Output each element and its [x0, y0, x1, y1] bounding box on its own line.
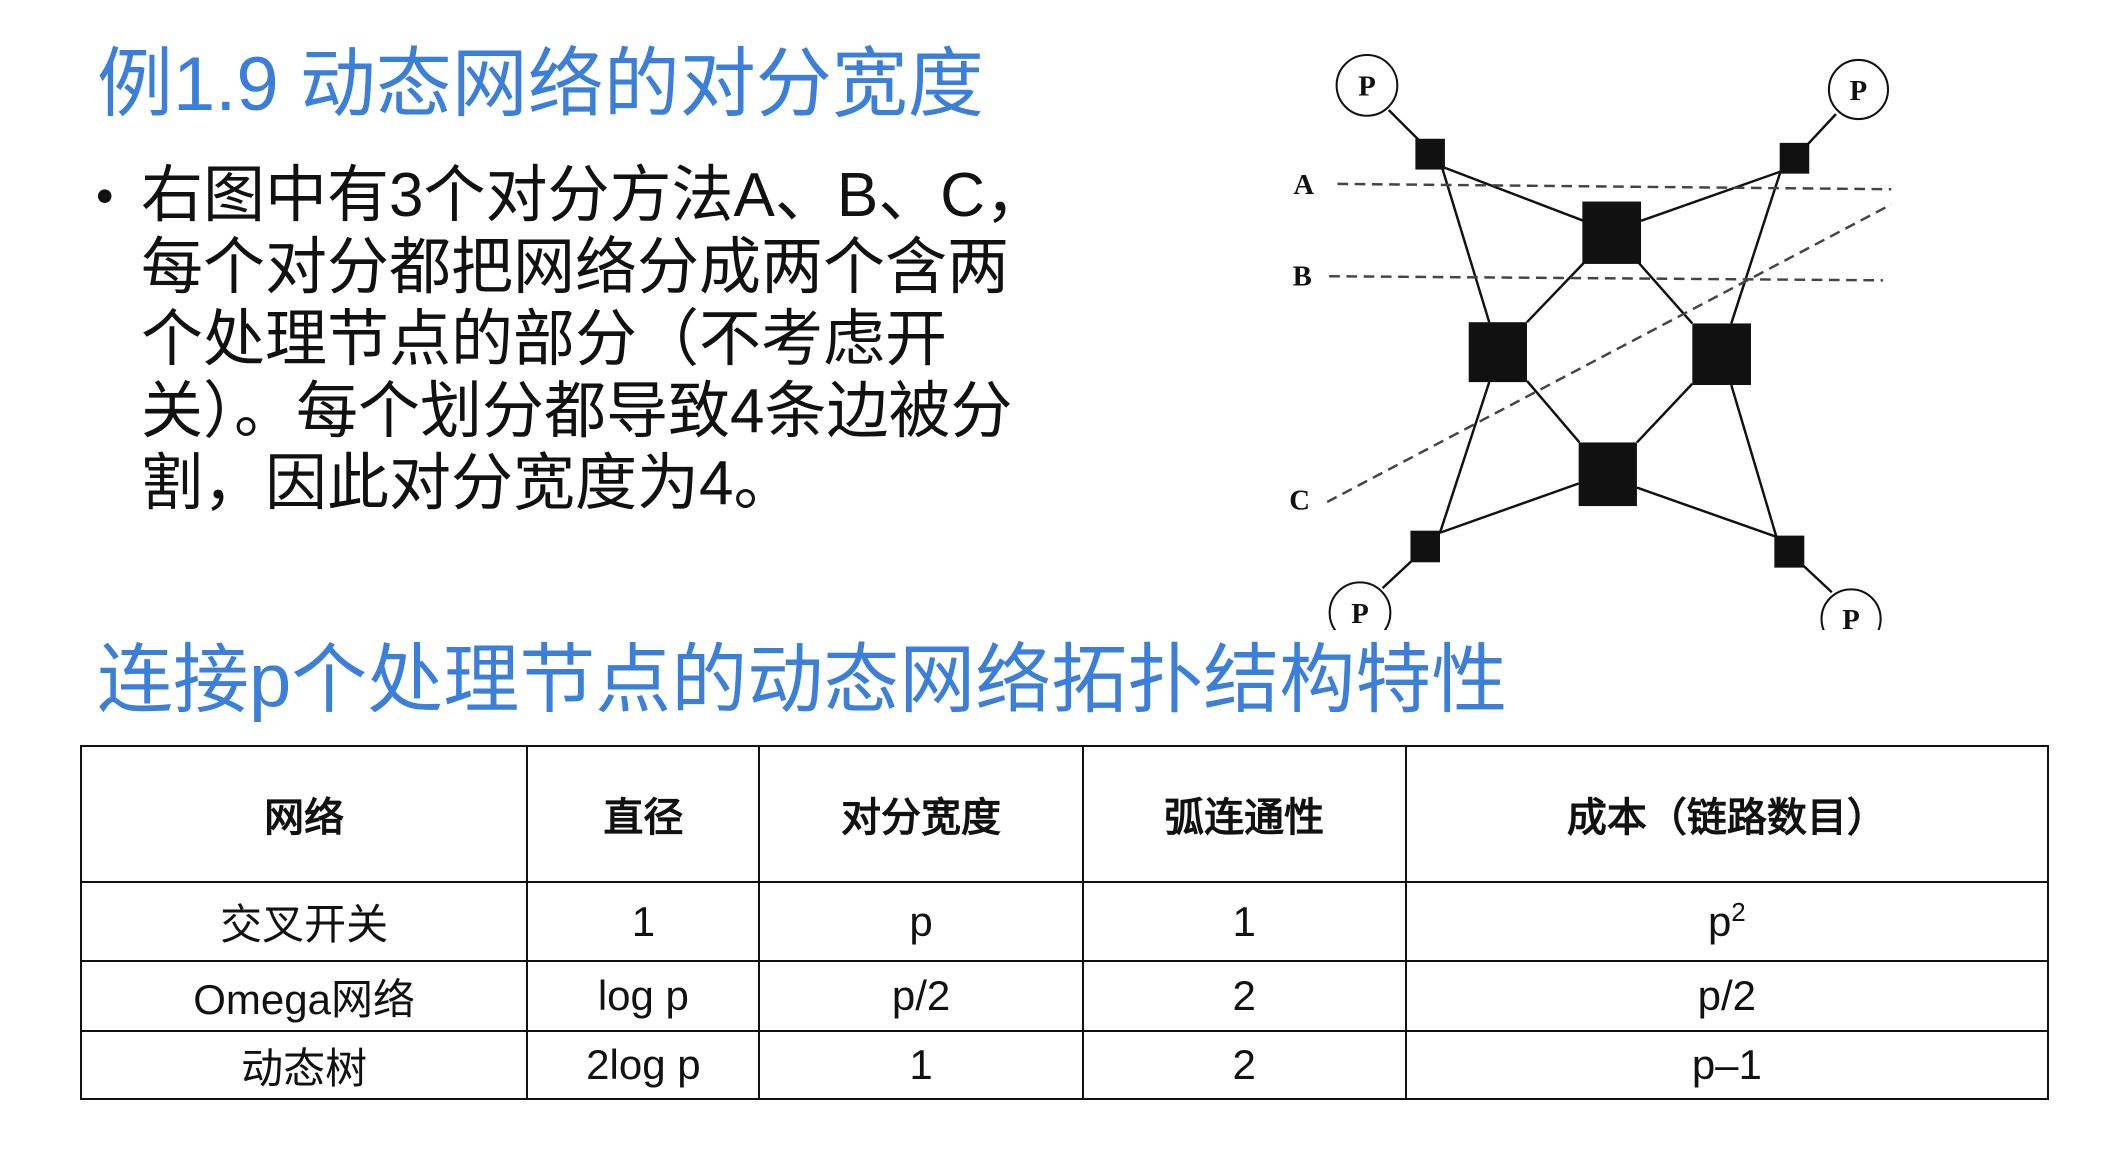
bisection-cuts [1326, 182, 1892, 504]
bullet-line: 关）。每个划分都导致4条边被分 [141, 377, 1013, 446]
switches [1410, 138, 1810, 568]
cost-exponent: 2 [1731, 897, 1746, 927]
cell-bisection: p [758, 881, 1084, 962]
switch-small [1415, 138, 1445, 170]
cut-label-a: A [1293, 169, 1314, 201]
switch-large [1468, 322, 1527, 383]
topology-properties-table: 网络 直径 对分宽度 弧连通性 成本（链路数目） 交叉开关 1 p 1 p2 O… [79, 745, 2050, 1100]
bullet-line: 右图中有3个对分方法A、B、C， [141, 161, 1047, 230]
switch-large [1578, 442, 1637, 507]
header-bisection: 对分宽度 [758, 745, 1084, 883]
switch-small [1774, 535, 1805, 568]
cell-bisection: p/2 [758, 960, 1084, 1032]
switch-large [1582, 201, 1642, 264]
header-network: 网络 [79, 745, 529, 883]
cell-diameter: 1 [526, 881, 761, 962]
cell-network: Omega网络 [79, 960, 529, 1032]
cell-cost: p/2 [1404, 960, 2050, 1032]
switch-large [1692, 323, 1751, 385]
cell-arc: 2 [1081, 1030, 1407, 1100]
cell-cost: p–1 [1404, 1030, 2050, 1100]
bullet-marker: • [96, 168, 114, 224]
cut-b [1329, 275, 1884, 282]
table-row: Omega网络 log p p/2 2 p/2 [79, 960, 2050, 1032]
processor-label: P [1358, 71, 1376, 103]
cut-c [1326, 203, 1892, 504]
processor-label: P [1850, 75, 1868, 107]
processor-label: P [1842, 604, 1860, 630]
table-header-row: 网络 直径 对分宽度 弧连通性 成本（链路数目） [79, 745, 2050, 883]
processor-node [1820, 588, 1882, 630]
processor-node [1328, 581, 1392, 630]
cell-cost: p2 [1404, 881, 2050, 962]
cell-network: 交叉开关 [79, 881, 529, 962]
header-arc-connectivity: 弧连通性 [1081, 745, 1407, 883]
switch-small [1410, 530, 1440, 563]
processor-node [1827, 58, 1890, 121]
header-cost: 成本（链路数目） [1404, 745, 2050, 883]
cell-diameter: 2log p [526, 1030, 761, 1100]
bullet-line: 割，因此对分宽度为4。 [141, 449, 796, 518]
table-row: 动态树 2log p 1 2 p–1 [79, 1030, 2050, 1100]
table-row: 交叉开关 1 p 1 p2 [79, 881, 2050, 962]
processor-node [1335, 54, 1399, 117]
cost-base: p [1707, 898, 1732, 945]
section-heading: 连接p个处理节点的动态网络拓扑结构特性 [97, 638, 1508, 723]
network-diagram: P P P P A B C [1289, 54, 1892, 630]
processors [1328, 54, 1890, 630]
cell-bisection: 1 [758, 1030, 1084, 1100]
bullet-paragraph: • 右图中有3个对分方法A、B、C， 每个对分都把网络分成两个含两 个处理节点的… [96, 160, 1126, 520]
bullet-line: 个处理节点的部分（不考虑开 [141, 305, 948, 374]
slide-title: 例1.9 动态网络的对分宽度 [97, 42, 984, 127]
cell-arc: 1 [1081, 881, 1407, 962]
cell-diameter: log p [526, 960, 761, 1032]
cut-a [1337, 182, 1892, 191]
network-links [1381, 109, 1837, 594]
switch-small [1779, 142, 1810, 174]
cut-label-b: B [1293, 260, 1312, 292]
processor-label: P [1351, 598, 1369, 630]
bullet-line: 每个对分都把网络分成两个含两 [141, 233, 1010, 302]
cell-arc: 2 [1081, 960, 1407, 1032]
cell-network: 动态树 [79, 1030, 529, 1100]
header-diameter: 直径 [526, 745, 761, 883]
cut-label-c: C [1289, 484, 1310, 516]
